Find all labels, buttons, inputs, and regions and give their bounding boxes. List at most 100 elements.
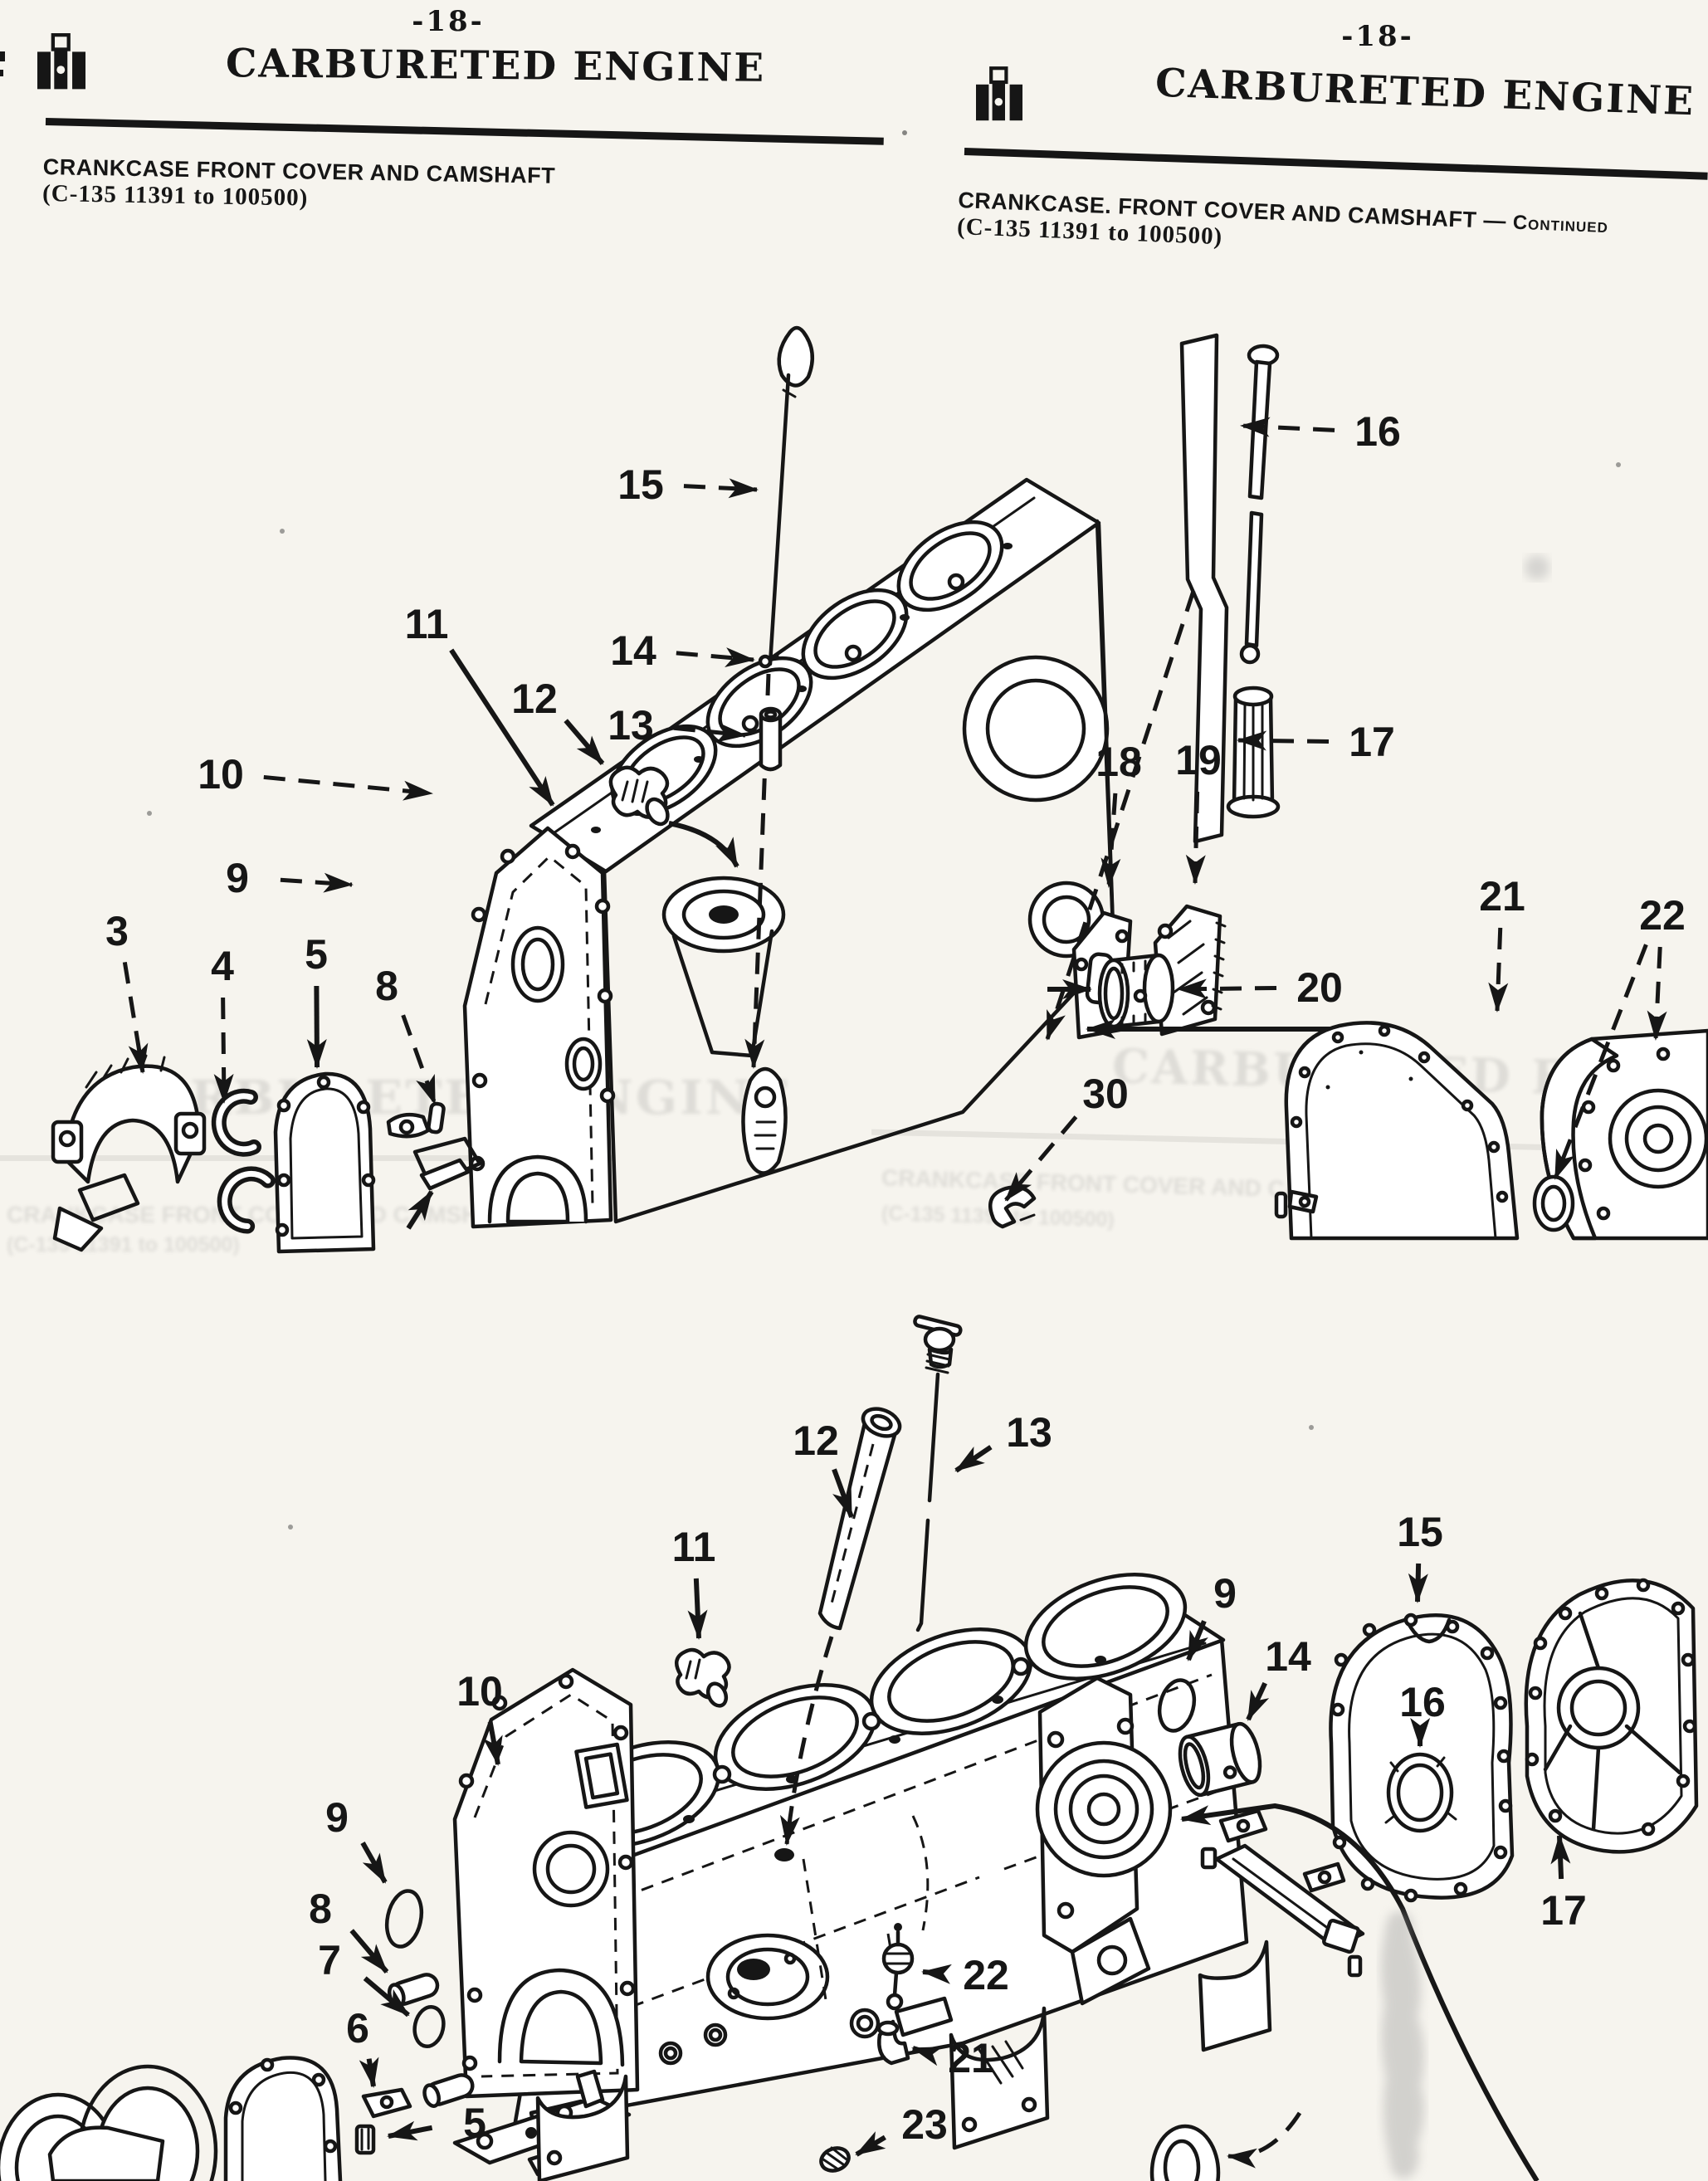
callout-21: 21	[1479, 873, 1525, 920]
wing-plug-part	[608, 765, 739, 868]
callout-13: 13	[1006, 1409, 1052, 1456]
leader-line	[687, 1578, 708, 1640]
expansion-plug-right	[1157, 1678, 1197, 1733]
drain-plug-part	[819, 2146, 851, 2173]
leader-line	[401, 1014, 437, 1105]
small-key-and-pin	[1274, 1189, 1319, 1219]
callout-14: 14	[1265, 1633, 1311, 1680]
leader-line	[1186, 1620, 1208, 1661]
callout-16: 16	[1354, 408, 1401, 455]
callout-9: 9	[1213, 1570, 1237, 1617]
callout-15: 15	[1397, 1509, 1443, 1555]
rear-gasket-arch	[223, 2056, 343, 2181]
leader-line	[1100, 793, 1121, 888]
leader-line	[1237, 730, 1330, 751]
callout-6: 6	[346, 2005, 369, 2052]
main-bearing-caps	[47, 1939, 1272, 2181]
callout-22: 22	[1639, 892, 1686, 939]
leader-line	[1240, 417, 1335, 437]
callout-21: 21	[948, 2035, 994, 2081]
leader-line	[921, 1964, 952, 1984]
callout-5: 5	[463, 2100, 486, 2146]
dowel-pin-left-2	[422, 2073, 475, 2108]
callout-14: 14	[610, 627, 656, 674]
callout-22: 22	[963, 1952, 1009, 1998]
leader-line	[349, 1929, 389, 1974]
push-rod-outline-plate	[1045, 333, 1229, 1041]
ih-logo-right	[976, 66, 1022, 121]
callout-15: 15	[617, 461, 664, 508]
callout-16: 16	[1399, 1679, 1446, 1725]
leader-line	[213, 997, 234, 1104]
front-plate-face	[462, 826, 616, 1229]
leader-line	[1550, 1834, 1571, 1880]
leader-line	[280, 872, 354, 893]
scan-smudge	[1381, 1911, 1425, 2179]
callout-9: 9	[325, 1794, 349, 1841]
callout-7: 7	[318, 1937, 341, 1983]
callout-12: 12	[511, 676, 558, 722]
leader-line	[683, 478, 759, 499]
callout-10: 10	[456, 1668, 503, 1715]
callout-30: 30	[1082, 1071, 1129, 1117]
leader-line	[306, 985, 327, 1069]
leader-line	[1185, 791, 1206, 885]
oil-seal-part	[1532, 1174, 1575, 1232]
leader-line	[1647, 946, 1667, 1041]
lock-bracket	[361, 2087, 412, 2119]
leader-line	[832, 1468, 854, 1519]
callout-10: 10	[198, 751, 244, 798]
leader-line	[676, 647, 755, 667]
callout-8: 8	[309, 1886, 332, 1932]
cylinder-bores	[610, 520, 1004, 817]
leader-line	[1246, 1681, 1270, 1721]
woodruff-key	[354, 2124, 376, 2155]
callout-17: 17	[1540, 1887, 1587, 1934]
leader-line	[387, 2120, 433, 2141]
oil-pickup-funnel	[661, 876, 786, 1058]
leader-line	[673, 722, 747, 743]
callout-12: 12	[793, 1417, 839, 1464]
tube-pin-part	[759, 706, 783, 772]
dowel-pin-and-bracket	[386, 1101, 482, 1230]
bleed-through-subsection-left: (C-135 11391 to 100500)	[7, 1233, 240, 1256]
oil-seal-part-2	[1384, 1752, 1457, 1833]
engine-mount-bar	[1200, 1808, 1365, 1978]
leader-line	[911, 2046, 944, 2066]
timing-gasket-part	[1284, 1021, 1520, 1241]
oil-pump-boss	[658, 1933, 881, 2066]
oil-pressure-valve-part	[881, 1923, 915, 2011]
leader-line	[855, 2131, 886, 2157]
oil-gauge-rod-part-2	[913, 1315, 963, 1632]
camshaft-bushing-part	[1047, 953, 1175, 1029]
block-foot	[894, 1996, 954, 2037]
expansion-plug-left	[384, 1889, 424, 1949]
callout-11: 11	[405, 601, 449, 647]
leader-line	[360, 1842, 388, 1884]
callout-23: 23	[901, 2101, 948, 2148]
callout-9: 9	[226, 855, 249, 901]
small-gasket-bottom-right	[1149, 2124, 1221, 2181]
crankcase-block-illustration-2	[452, 1572, 1249, 2139]
leader-line	[359, 2057, 379, 2088]
gasket-leader-dashed	[1227, 2111, 1302, 2169]
oil-level-boss	[741, 1066, 788, 1175]
small-plug-left	[412, 2005, 446, 2048]
front-cover-gasket-part	[273, 1071, 376, 1254]
leader-line	[449, 648, 555, 807]
scan-artifact	[0, 51, 5, 61]
callout-5: 5	[305, 931, 328, 978]
callout-20: 20	[1296, 964, 1343, 1011]
scan-smudge	[1525, 555, 1549, 580]
scan-artifact	[0, 70, 3, 76]
oil-filler-tube-part	[779, 1407, 902, 1846]
leader-line	[954, 1445, 993, 1473]
cylinder-bores-2	[557, 1572, 1188, 1849]
ih-logo-left	[37, 33, 85, 90]
thrust-washer-halves	[211, 1088, 276, 1234]
valve-tappet-part	[1226, 686, 1281, 819]
camshaft-bushing-part-2	[1178, 1721, 1262, 1798]
